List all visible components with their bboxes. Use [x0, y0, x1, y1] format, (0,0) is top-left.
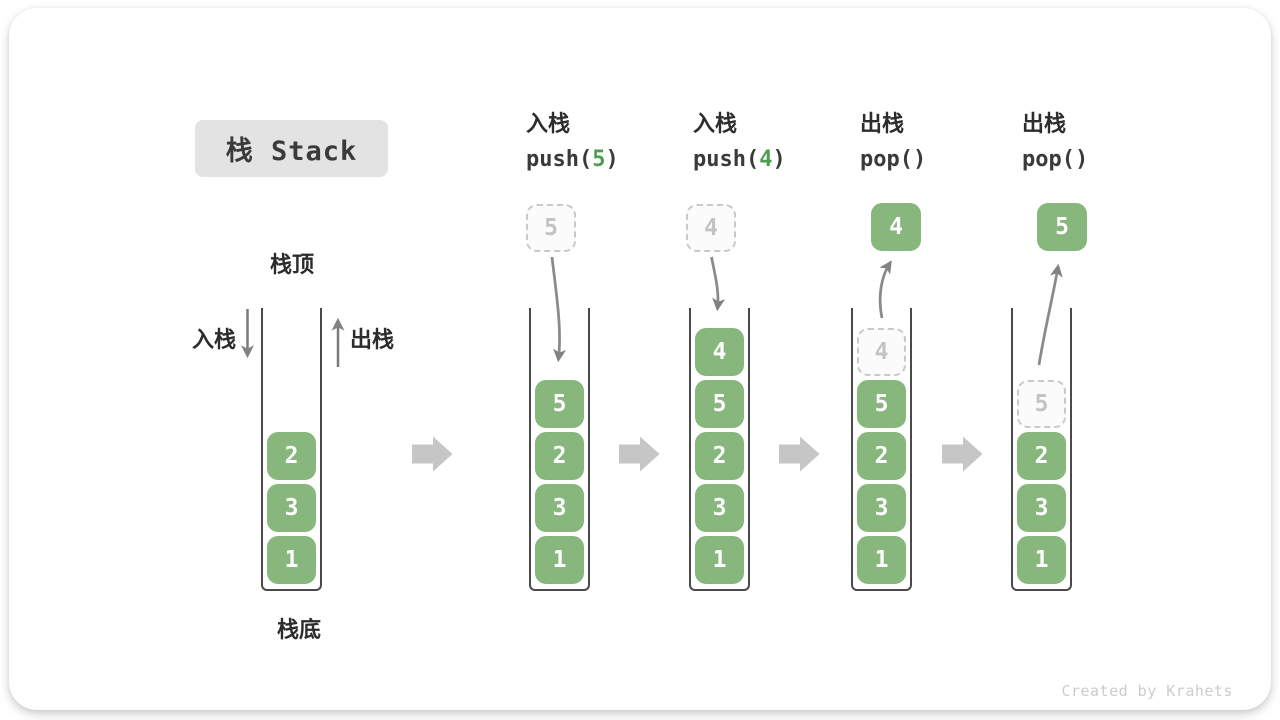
- element-value: 5: [874, 391, 889, 417]
- figure-card: 栈 Stack 栈顶 栈底 入栈 出栈 入栈 push(5) 入栈 push(4…: [9, 8, 1271, 710]
- floating-value: 5: [544, 215, 558, 241]
- stack-element: 1: [535, 536, 584, 584]
- column-header-pop-4: 出栈 pop(): [860, 112, 926, 173]
- stack-element: 2: [1017, 432, 1066, 480]
- floating-value: 5: [1055, 214, 1069, 240]
- element-value: 2: [284, 443, 299, 469]
- element-value: 3: [874, 495, 889, 521]
- stack-container-initial: 2 3 1: [261, 308, 322, 591]
- element-value: 4: [874, 339, 889, 365]
- header-action-label: 入栈: [693, 111, 738, 136]
- code-argument: 5: [592, 147, 606, 172]
- element-value: 2: [1034, 443, 1049, 469]
- element-value: 5: [712, 391, 727, 417]
- column-header-push-5: 入栈 push(5): [526, 112, 619, 173]
- code-argument: 4: [759, 147, 773, 172]
- curved-arrow-down-icon: [710, 256, 726, 312]
- stack-top-label: 栈顶: [269, 252, 314, 277]
- stack-element: 2: [267, 432, 316, 480]
- stack-element: 2: [535, 432, 584, 480]
- header-code-label: push(4): [693, 147, 786, 173]
- stack-element: 3: [535, 484, 584, 532]
- element-value: 3: [1034, 495, 1049, 521]
- code-suffix: ): [605, 147, 619, 172]
- element-value: 2: [874, 443, 889, 469]
- code-prefix: push(: [526, 147, 593, 172]
- floating-value-box: 5: [1037, 203, 1087, 251]
- stack-container-after-push-5: 5 2 3 1: [529, 308, 590, 591]
- stack-container-after-pop-4: 4 5 2 3 1: [851, 308, 912, 591]
- stack-element: 3: [857, 484, 906, 532]
- element-value: 3: [552, 495, 567, 521]
- header-code-label: pop(): [1022, 147, 1088, 173]
- stack-container-after-push-4: 4 5 2 3 1: [689, 308, 750, 591]
- element-value: 2: [552, 443, 567, 469]
- floating-value-box: 4: [871, 203, 921, 251]
- arrow-right-icon: [942, 436, 983, 472]
- element-value: 4: [712, 339, 727, 365]
- header-action-label: 出栈: [1022, 111, 1067, 136]
- element-value: 1: [284, 547, 299, 573]
- code-prefix: pop(: [1022, 147, 1075, 172]
- element-value: 2: [712, 443, 727, 469]
- code-suffix: ): [912, 147, 927, 172]
- element-value: 1: [712, 547, 727, 573]
- stack-element: 5: [695, 380, 744, 428]
- column-header-pop-5: 出栈 pop(): [1022, 112, 1088, 173]
- element-value: 3: [284, 495, 299, 521]
- code-suffix: ): [1074, 147, 1089, 172]
- code-suffix: ): [772, 147, 786, 172]
- stack-container-after-pop-5: 5 2 3 1: [1011, 308, 1072, 591]
- element-value: 5: [552, 391, 567, 417]
- stack-element: 1: [857, 536, 906, 584]
- stack-bottom-label: 栈底: [276, 617, 321, 642]
- code-prefix: push(: [693, 147, 760, 172]
- header-code-label: push(5): [526, 147, 619, 173]
- stack-element: 3: [1017, 484, 1066, 532]
- arrow-right-icon: [619, 436, 660, 472]
- element-value: 1: [1034, 547, 1049, 573]
- column-header-push-4: 入栈 push(4): [693, 112, 786, 173]
- stack-element: 1: [695, 536, 744, 584]
- header-action-label: 入栈: [526, 111, 571, 136]
- element-value: 3: [712, 495, 727, 521]
- stack-element: 4: [857, 328, 906, 376]
- push-side-label: 入栈: [191, 327, 236, 352]
- stack-element: 4: [695, 328, 744, 376]
- arrow-right-icon: [779, 436, 820, 472]
- element-value: 5: [1034, 391, 1049, 417]
- stack-element: 2: [857, 432, 906, 480]
- stack-element: 2: [695, 432, 744, 480]
- stack-element: 3: [267, 484, 316, 532]
- arrows-overlay: [241, 256, 1063, 472]
- element-value: 1: [552, 547, 567, 573]
- stack-element: 1: [1017, 536, 1066, 584]
- header-code-label: pop(): [860, 147, 926, 173]
- pop-side-label: 出栈: [350, 327, 395, 352]
- floating-value: 4: [704, 215, 718, 241]
- floating-value: 4: [889, 214, 903, 240]
- title-badge: 栈 Stack: [195, 120, 388, 177]
- stack-element: 1: [267, 536, 316, 584]
- title-text: 栈 Stack: [225, 136, 358, 167]
- stack-element: 5: [535, 380, 584, 428]
- code-prefix: pop(: [860, 147, 913, 172]
- element-value: 1: [874, 547, 889, 573]
- stack-element: 3: [695, 484, 744, 532]
- stack-element: 5: [857, 380, 906, 428]
- arrow-right-icon: [412, 436, 453, 472]
- floating-value-box: 4: [686, 204, 736, 252]
- watermark: Created by Krahets: [1061, 682, 1233, 700]
- stack-element: 5: [1017, 380, 1066, 428]
- header-action-label: 出栈: [860, 111, 905, 136]
- floating-value-box: 5: [526, 204, 576, 252]
